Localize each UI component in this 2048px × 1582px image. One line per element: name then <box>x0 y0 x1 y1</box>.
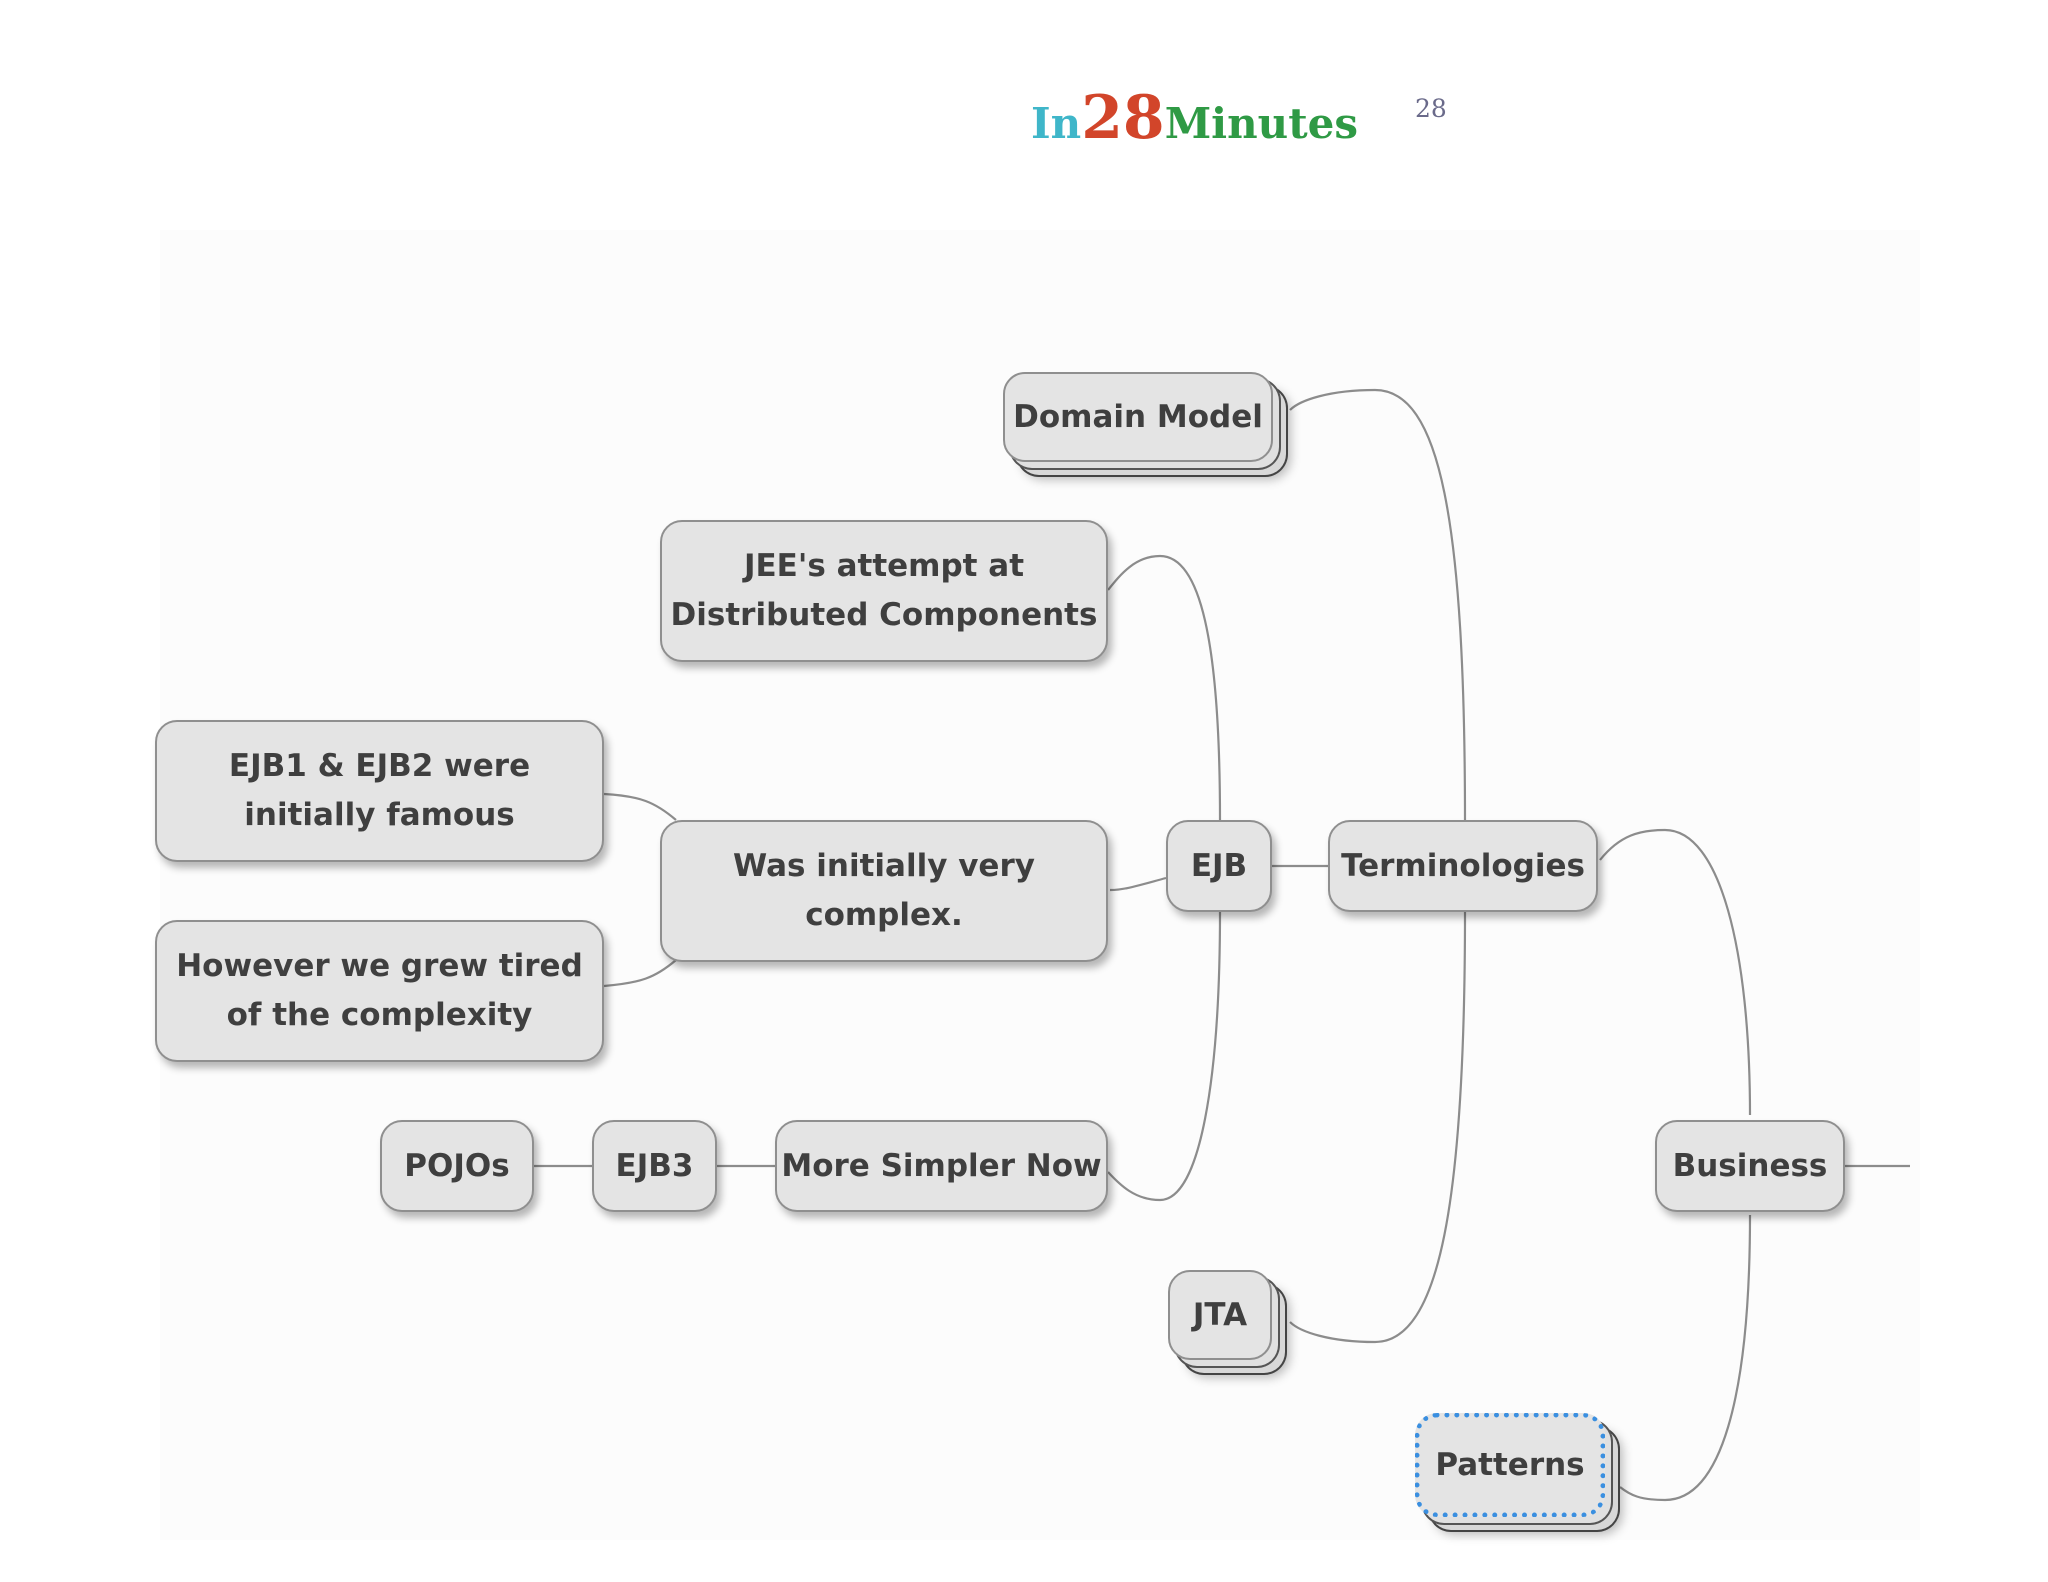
node-label: Domain Model <box>1013 398 1263 435</box>
node-label: POJOs <box>404 1147 510 1184</box>
node-patterns[interactable]: Patterns <box>1415 1413 1605 1517</box>
node-pojos[interactable]: POJOs <box>380 1120 534 1212</box>
node-label: EJB3 <box>615 1147 694 1184</box>
link-terminologies-domain-model <box>1289 388 1467 823</box>
link-ejb-more-simpler <box>1107 911 1222 1202</box>
node-label: However we grew tired of the complexity <box>176 948 583 1033</box>
link-terminologies-business <box>1599 828 1752 1116</box>
page-number: 28 <box>1415 94 1447 123</box>
node-jta[interactable]: JTA <box>1168 1270 1272 1360</box>
node-ejb1-ejb2[interactable]: EJB1 & EJB2 were initially famous <box>155 720 604 862</box>
node-label: EJB1 & EJB2 were initially famous <box>228 748 531 833</box>
in28minutes-logo: In28Minutes <box>1031 88 1358 148</box>
node-label: JTA <box>1192 1296 1248 1333</box>
node-label: More Simpler Now <box>781 1147 1102 1184</box>
link-was-complex-however <box>603 959 677 988</box>
node-domain-model[interactable]: Domain Model <box>1003 372 1273 462</box>
link-ejb-was-complex <box>1109 876 1167 892</box>
logo-minutes: Minutes <box>1164 99 1358 148</box>
node-more-simpler[interactable]: More Simpler Now <box>775 1120 1108 1212</box>
node-however[interactable]: However we grew tired of the complexity <box>155 920 604 1062</box>
node-ejb3[interactable]: EJB3 <box>592 1120 717 1212</box>
link-terminologies-jta <box>1289 911 1467 1344</box>
node-ejb[interactable]: EJB <box>1166 820 1272 912</box>
node-terminologies[interactable]: Terminologies <box>1328 820 1598 912</box>
node-was-complex[interactable]: Was initially very complex. <box>660 820 1108 962</box>
logo-in: In <box>1031 99 1082 148</box>
link-ejb-jee-attempt <box>1107 554 1222 821</box>
link-was-complex-ejb1 <box>603 792 677 821</box>
node-label: Business <box>1672 1147 1828 1184</box>
node-business[interactable]: Business <box>1655 1120 1845 1212</box>
node-label: Patterns <box>1435 1446 1585 1483</box>
logo-28: 28 <box>1081 83 1165 153</box>
node-label: JEE's attempt at Distributed Components <box>670 548 1098 633</box>
node-label: Terminologies <box>1341 847 1585 884</box>
node-jee-attempt[interactable]: JEE's attempt at Distributed Components <box>660 520 1108 662</box>
node-label: EJB <box>1190 847 1248 884</box>
node-label: Was initially very complex. <box>733 848 1035 933</box>
link-business-patterns <box>1619 1214 1752 1502</box>
